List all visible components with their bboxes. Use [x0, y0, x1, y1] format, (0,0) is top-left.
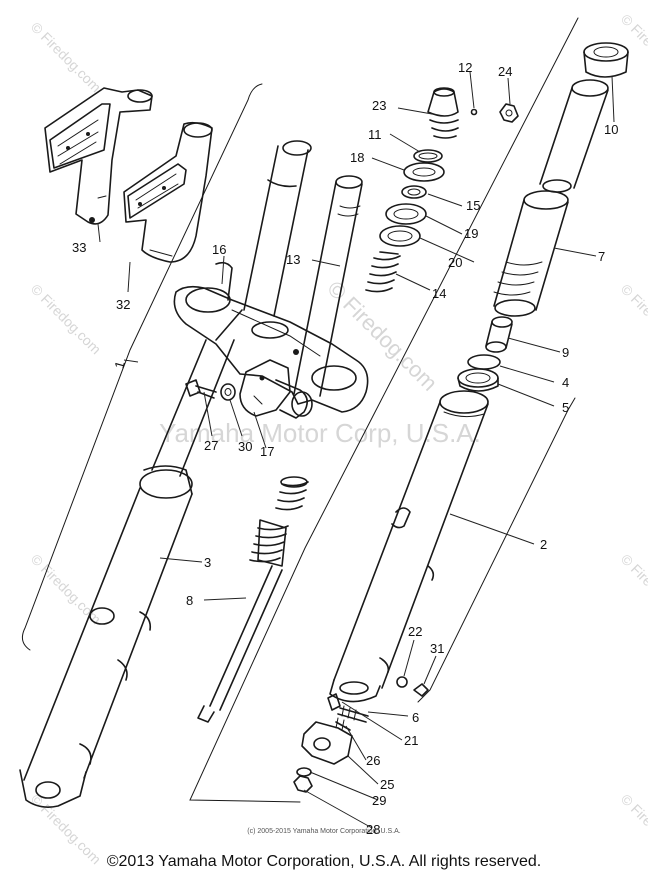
part-label: 15: [466, 198, 480, 213]
part-28-nut: [293, 775, 313, 793]
part-number-labels: 1 2 3 4 5 6 7 8 9 10 11 12 13 14 15 16 1…: [72, 60, 618, 837]
part-label: 28: [366, 822, 380, 837]
part-label: 23: [372, 98, 386, 113]
part-9-spacer: [485, 316, 513, 353]
part-5-oil-seal: [457, 368, 499, 392]
part-label: 20: [448, 255, 462, 270]
part-6-stud: [337, 705, 369, 723]
watermark-corner-text: © Firedog.com: [618, 551, 648, 627]
part-label: 2: [540, 537, 547, 552]
part-30-washer: [220, 383, 236, 401]
part-label: 29: [372, 793, 386, 808]
part-24-nut: [499, 103, 519, 123]
part-8-damper-rod: [197, 476, 309, 723]
part-label: 24: [498, 64, 512, 79]
part-19-seat: [385, 203, 427, 225]
part-31-screw: [413, 683, 429, 697]
right-fork-bracket: [189, 17, 579, 803]
part-10-cap: [583, 42, 629, 78]
part-label: 4: [562, 375, 569, 390]
part-label: 1: [111, 359, 127, 370]
part-label: 11: [368, 127, 382, 142]
part-29-washer: [296, 767, 312, 777]
part-label: 13: [286, 252, 300, 267]
watermark-corner-text: © Firedog.com: [28, 19, 104, 95]
part-label: 22: [408, 624, 422, 639]
part-label: 30: [238, 439, 252, 454]
part-label: 26: [366, 753, 380, 768]
part-2-right-outer-tube: [329, 390, 489, 703]
part-label: 6: [412, 710, 419, 725]
part-label: 5: [562, 400, 569, 415]
part-14-fork-spring: [365, 251, 401, 293]
part-21-stud: [327, 693, 341, 711]
part-label: 31: [430, 641, 444, 656]
part-label: 16: [212, 242, 226, 257]
part-25-axle-holder: [301, 721, 353, 765]
leader-lines: [97, 71, 615, 829]
part-15-spacer: [401, 185, 427, 199]
part-label: 10: [604, 122, 618, 137]
part-7-tube: [493, 79, 609, 317]
part-label: 19: [464, 226, 478, 241]
part-label: 18: [350, 150, 364, 165]
part-label: 17: [260, 444, 274, 459]
part-12-ball: [470, 108, 478, 116]
part-16-lower-bracket: [173, 261, 369, 413]
assembly-brackets: [21, 17, 579, 803]
part-label: 14: [432, 286, 446, 301]
part-4-clip: [467, 354, 501, 370]
part-label: 27: [204, 438, 218, 453]
part-22-washer: [396, 676, 408, 688]
part-label: 7: [598, 249, 605, 264]
part-3-left-outer-tube: [19, 140, 312, 808]
part-20-seat: [379, 225, 421, 247]
part-label: 21: [404, 733, 418, 748]
part-13-inner-tube: [293, 175, 363, 397]
part-label: 9: [562, 345, 569, 360]
part-18-washer: [403, 162, 445, 182]
part-32-headlight-bracket: [123, 121, 213, 263]
part-label: 33: [72, 240, 86, 255]
copyright-text: ©2013 Yamaha Motor Corporation, U.S.A. A…: [106, 853, 542, 870]
watermark-center-text: Yamaha Motor Corp, U.S.A.: [159, 418, 481, 448]
watermark-corner-text: © Firedog.com: [618, 11, 648, 87]
left-fork-bracket: [21, 83, 263, 651]
part-label: 8: [186, 593, 193, 608]
part-label: 32: [116, 297, 130, 312]
part-23-cap-bolt: [427, 87, 459, 139]
watermark-corner-text: © Firedog.com: [618, 281, 648, 357]
part-33-headlight-bracket: [44, 87, 153, 225]
part-11-o-ring: [413, 149, 443, 163]
part-label: 3: [204, 555, 211, 570]
watermark-corner-text: © Firedog.com: [28, 281, 104, 357]
part-label: 12: [458, 60, 472, 75]
right-fork-bracket-lower: [417, 397, 576, 703]
small-copyright-text: (c) 2005-2015 Yamaha Motor Corporation, …: [247, 828, 401, 835]
part-label: 25: [380, 777, 394, 792]
part-17-steering-stem: [239, 359, 313, 419]
